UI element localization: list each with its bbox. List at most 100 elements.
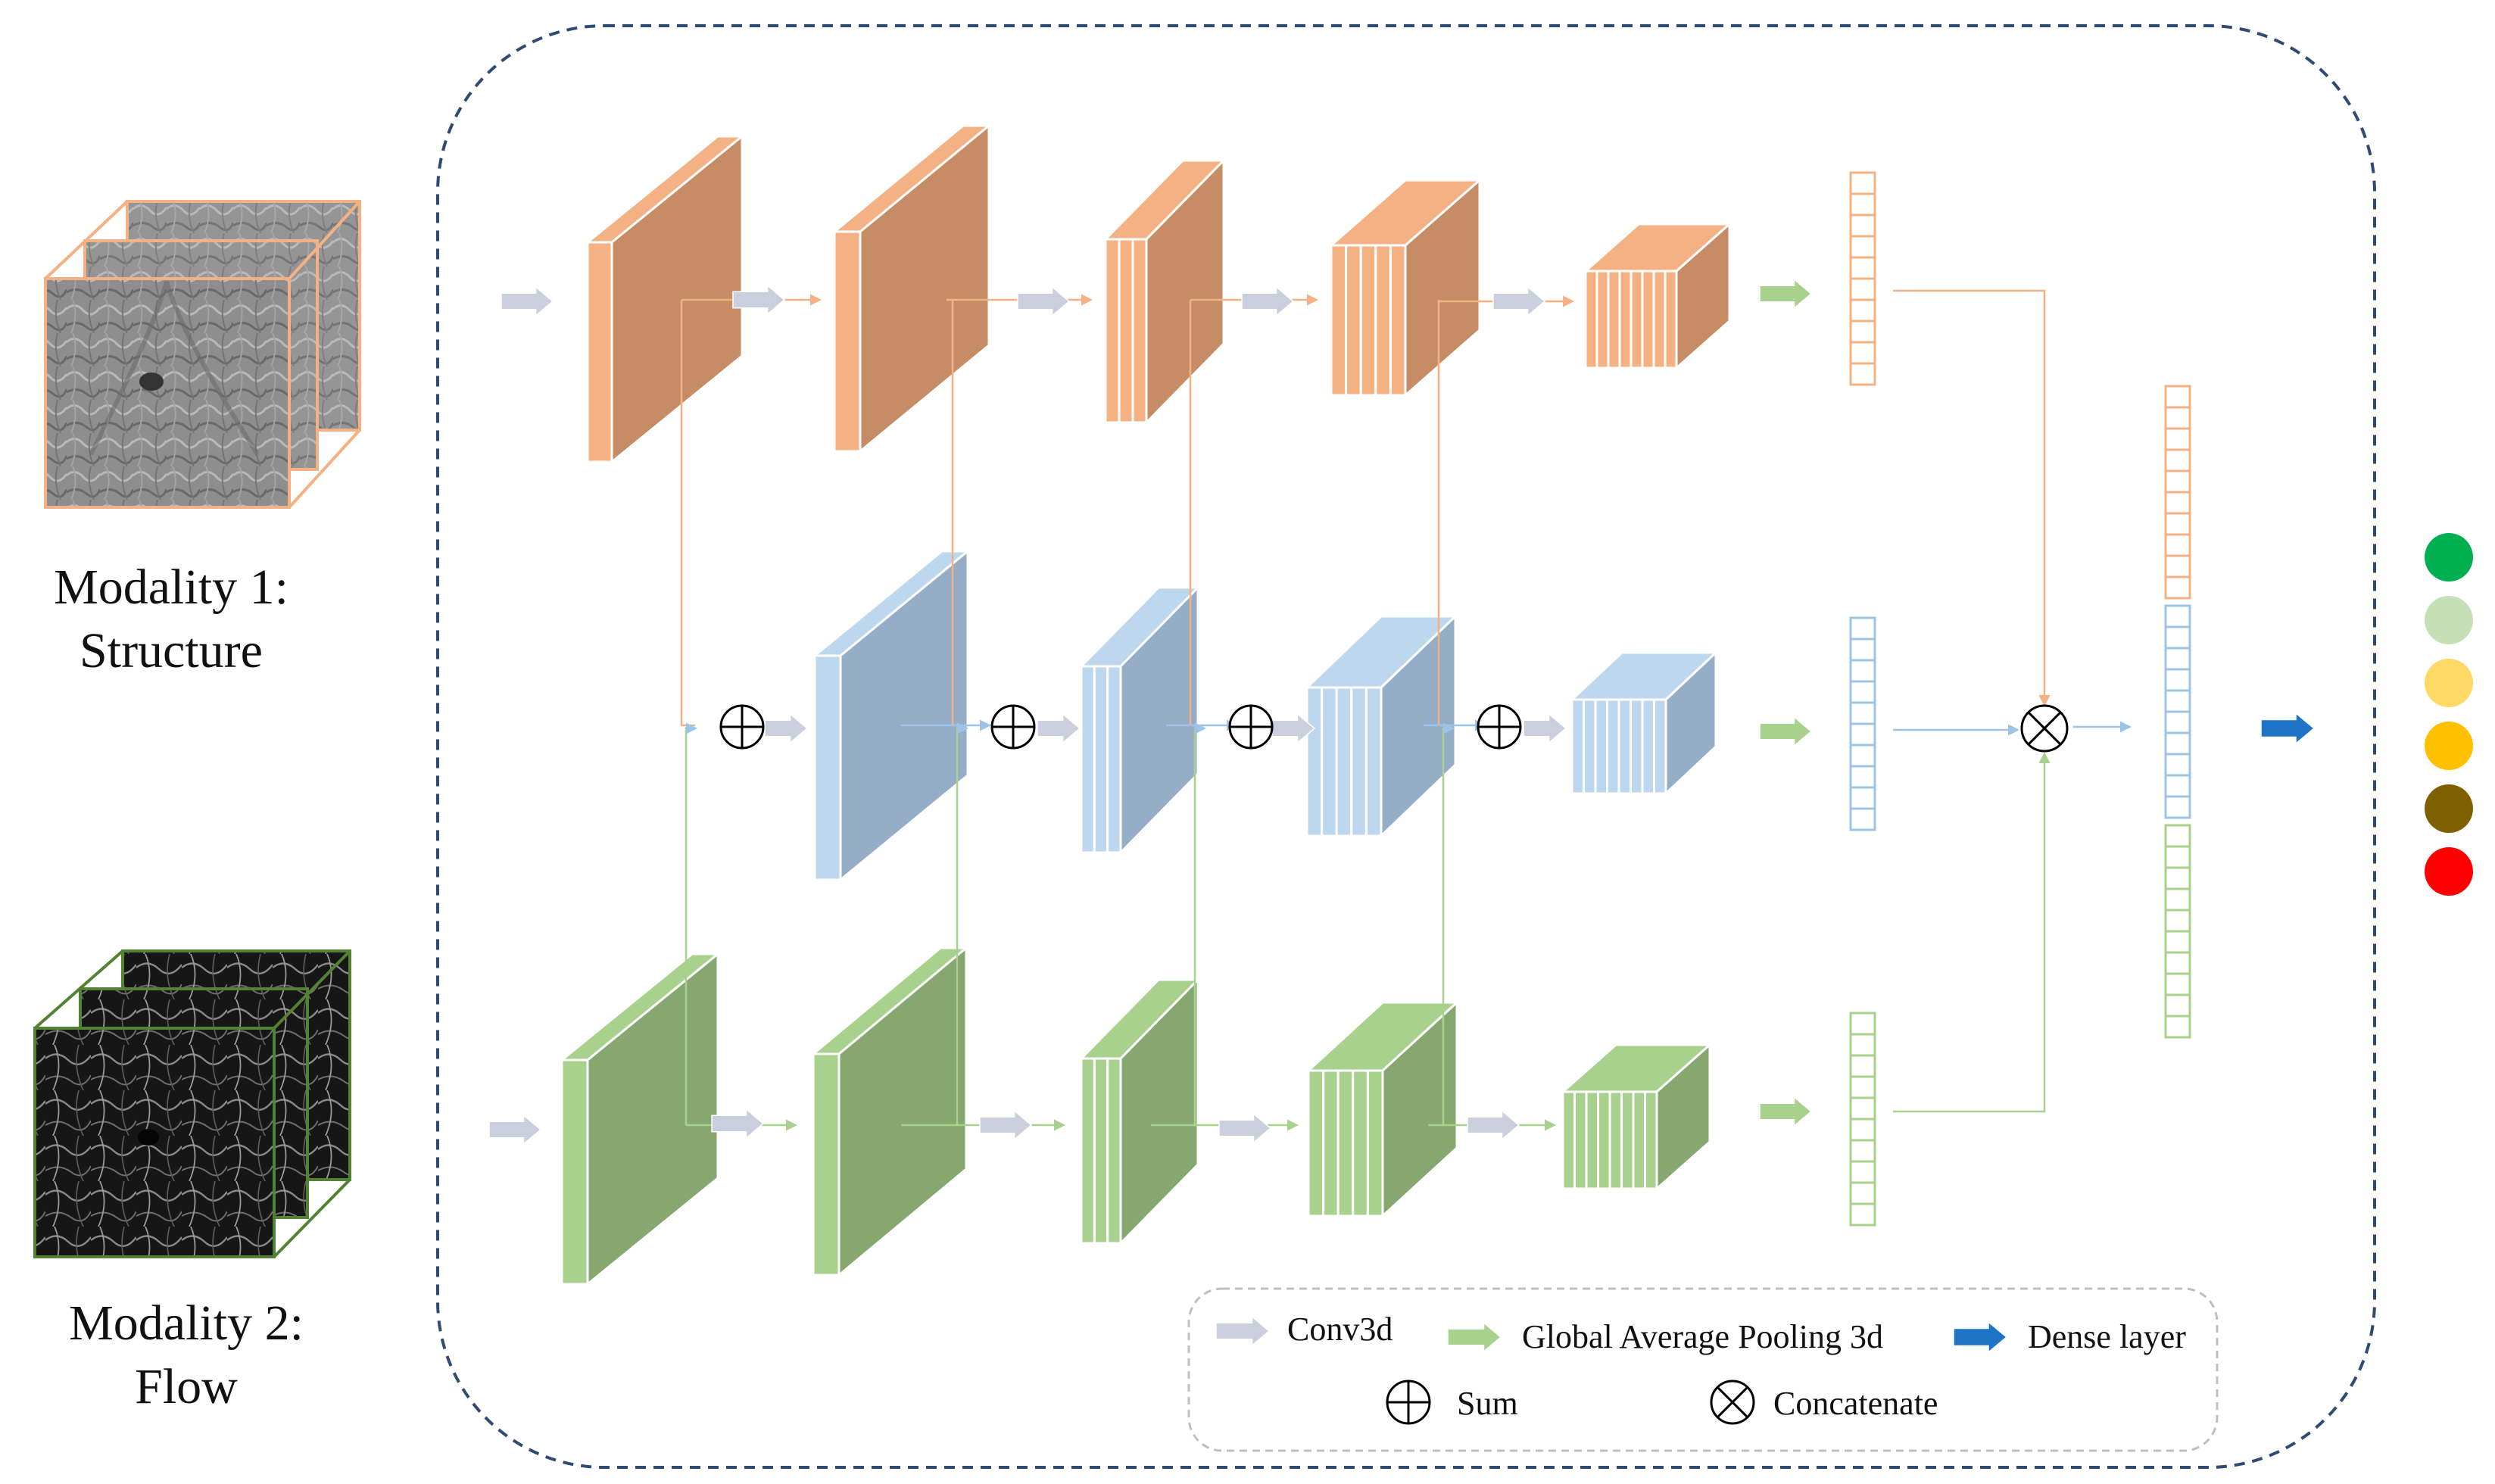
structure-vector-cell	[1849, 171, 1876, 195]
conv3d-arrow	[732, 284, 786, 316]
flow-to-concat-line	[1893, 752, 2051, 1113]
flow-vector-cell	[2164, 1015, 2191, 1039]
flow-vector-cell	[2164, 866, 2191, 890]
fusion-vector-cell	[1849, 638, 1876, 662]
fusion-block-slice	[1653, 698, 1667, 795]
fusion-block-slice	[1106, 665, 1122, 854]
structure-block-slice	[1330, 244, 1348, 397]
fusion-vector-cell	[2164, 647, 2191, 671]
structure-block-slice	[1607, 270, 1621, 369]
flow-block-slice	[1352, 1069, 1369, 1217]
conv3d-arrow	[1523, 712, 1567, 744]
legend-sum-icon	[1386, 1380, 1431, 1425]
structure-vector-cell	[2164, 427, 2191, 451]
fusion-block-slice	[1606, 698, 1620, 795]
structure-block-slice	[1389, 244, 1407, 397]
fusion-block-slice	[1321, 686, 1338, 837]
flow-vector-cell	[1849, 1054, 1876, 1078]
fusion-block-slice	[1570, 698, 1585, 795]
structure-vector-cell	[2164, 512, 2191, 536]
fusion-block-slice	[1093, 665, 1109, 854]
fusion-vector-cell	[1849, 701, 1876, 725]
structure-modality-label-line2: Structure	[80, 623, 263, 678]
conv3d-arrow	[1271, 712, 1316, 744]
conv3d-arrow	[488, 1114, 542, 1146]
fusion-vector-cell	[1849, 786, 1876, 810]
fusion-block-slice	[1350, 686, 1368, 837]
structure-vector-cell	[2164, 554, 2191, 578]
fusion-block-slice	[1594, 698, 1608, 795]
fusion-vector-cell	[2164, 710, 2191, 734]
gap3d-arrow	[1759, 716, 1813, 747]
fusion-block-slice	[1364, 686, 1383, 837]
structure-vector-cell	[1849, 320, 1876, 344]
fusion-vector-cell	[2164, 731, 2191, 756]
sum-cross	[1230, 706, 1272, 748]
fusion-vector-cell	[2164, 604, 2191, 628]
output-class-dot	[2425, 533, 2473, 581]
structure-block-slice	[1584, 270, 1598, 369]
output-class-dot	[2425, 784, 2473, 833]
flow-vector-cell	[2164, 951, 2191, 975]
flow-block-slice	[1608, 1090, 1623, 1190]
structure-block-slice	[1595, 270, 1610, 369]
conv3d-arrow	[1467, 1109, 1520, 1141]
conv3d-arrow	[501, 285, 554, 317]
structure-block-slice	[1374, 244, 1392, 397]
structure-vector-cell	[2164, 469, 2191, 494]
structure-block-slice	[1131, 238, 1148, 424]
fusion-vector-cell	[1849, 616, 1876, 641]
dense-layer-arrow	[2260, 712, 2316, 745]
fusion-vector-cell	[2164, 753, 2191, 777]
fusion-block-slice	[1080, 665, 1096, 854]
flow-block-slice	[1632, 1090, 1646, 1190]
structure-vector-cell	[2164, 406, 2191, 430]
legend-concatenate-icon	[1710, 1380, 1755, 1425]
structure-vector-cell	[1849, 192, 1876, 217]
legend-conv3d-icon	[1215, 1315, 1271, 1347]
gap3d-arrow	[1759, 278, 1813, 310]
structure-block-slice	[586, 241, 613, 463]
flow-vector-cell	[2164, 845, 2191, 869]
structure-vector-cell	[1849, 235, 1876, 259]
structure-vector-cell	[1849, 341, 1876, 365]
flow-block-slice	[812, 1052, 841, 1277]
flow-vector-cell	[2164, 824, 2191, 848]
flow-vector-cell	[1849, 1096, 1876, 1121]
fusion-vector-cell	[1849, 659, 1876, 683]
legend-box	[1187, 1287, 2219, 1452]
flow-vector-cell	[2164, 930, 2191, 954]
output-class-dot	[2425, 596, 2473, 644]
flow-vector-cell	[1849, 1181, 1876, 1205]
flow-block-slice	[1366, 1069, 1384, 1217]
fusion-vector-cell	[2164, 795, 2191, 819]
output-class-dot	[2425, 722, 2473, 770]
flow-to-sum-line	[685, 722, 697, 1125]
structure-to-concat-line	[1893, 289, 2051, 706]
flow-to-sum-line	[1442, 722, 1455, 1125]
fusion-vector-cell	[1849, 744, 1876, 768]
legend-dense-label: Dense layer	[2028, 1318, 2186, 1355]
flow-feature-vector	[1849, 1012, 1876, 1227]
conv3d-arrow	[1017, 285, 1071, 317]
structure-block-slice	[1104, 238, 1121, 424]
flow-vector-cell	[1849, 1012, 1876, 1036]
legend-gap3d-label: Global Average Pooling 3d	[1522, 1318, 1883, 1355]
structure-feature-vector	[1849, 171, 1876, 386]
legend-dense-icon	[1953, 1320, 2008, 1354]
legend-sum-label: Sum	[1457, 1385, 1518, 1422]
flow-image-slice	[33, 1027, 276, 1258]
flow-to-sum-line	[956, 722, 968, 1125]
flow-modality-label-line2: Flow	[135, 1359, 238, 1414]
structure-image-stack	[44, 200, 361, 509]
fusion-vector-cell	[2164, 774, 2191, 798]
structure-block-slice	[1359, 244, 1377, 397]
sum-operator	[719, 704, 765, 750]
structure-feature-block	[831, 123, 993, 454]
flow-feature-block	[1305, 999, 1460, 1219]
fusion-block-slice	[1583, 698, 1597, 795]
flow-to-sum-line	[1193, 722, 1206, 1125]
flow-block-slice	[560, 1058, 589, 1286]
fusion-feature-block	[811, 548, 971, 883]
flow-feature-block	[558, 951, 722, 1287]
